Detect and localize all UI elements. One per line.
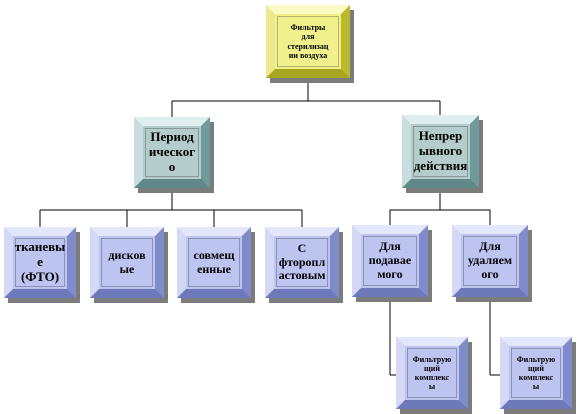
node-root-label: Фильтры для стерилизац ии воздуха bbox=[287, 23, 329, 60]
node-disk-label: дисков ые bbox=[108, 247, 146, 276]
node-supplied: Для подавае мого bbox=[352, 225, 428, 297]
node-disk: дисков ые bbox=[90, 227, 164, 298]
node-fto: тканевы е (ФТО) bbox=[4, 227, 76, 298]
node-fto-label: тканевы е (ФТО) bbox=[14, 239, 66, 284]
node-fluoro-label: С фторопл астовым bbox=[278, 240, 326, 283]
node-supplied-label: Для подавае мого bbox=[368, 239, 412, 281]
node-complex-right-label: Фильтрую щий комплекс ы bbox=[516, 354, 556, 392]
node-periodic: Период ическог о bbox=[134, 117, 210, 188]
node-removed-label: Для удаляем ого bbox=[467, 239, 513, 281]
node-complex-left-label: Фильтрую щий комплекс ы bbox=[412, 354, 452, 392]
node-periodic-label: Период ическог о bbox=[148, 129, 196, 174]
node-combined-label: совмещ енные bbox=[193, 247, 235, 276]
node-complex-right: Фильтрую щий комплекс ы bbox=[500, 337, 572, 409]
node-continuous-label: Непрер ывного действия bbox=[413, 128, 468, 173]
node-combined: совмещ енные bbox=[177, 227, 251, 298]
node-root: Фильтры для стерилизац ии воздуха bbox=[266, 5, 350, 78]
node-removed: Для удаляем ого bbox=[452, 225, 528, 297]
node-fluoro: С фторопл астовым bbox=[265, 227, 339, 298]
node-continuous: Непрер ывного действия bbox=[402, 115, 479, 188]
node-complex-left: Фильтрую щий комплекс ы bbox=[396, 337, 468, 409]
